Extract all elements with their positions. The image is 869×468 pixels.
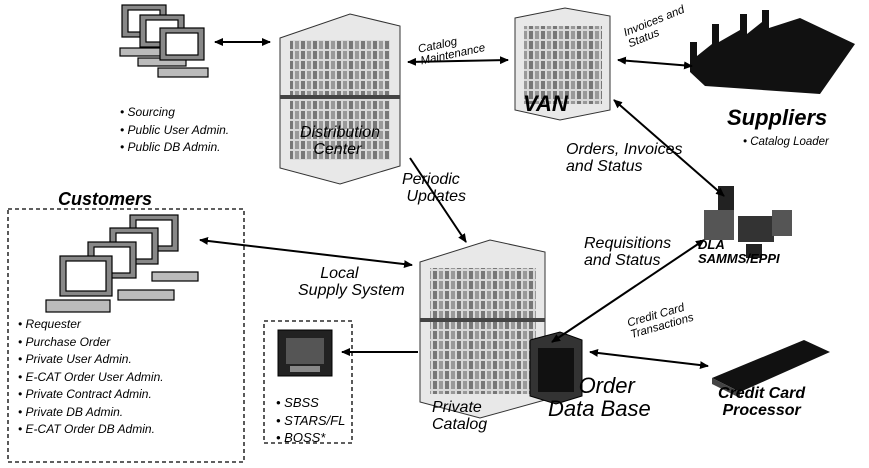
list-item: E-CAT Order DB Admin. — [18, 421, 164, 439]
list-item: SBSS — [276, 394, 345, 412]
distribution-center-server-icon — [279, 13, 401, 185]
credit-card-processor-label: Credit Card Processor — [718, 385, 806, 419]
local-supply-systems-list: SBSS STARS/FL BOSS* — [276, 394, 345, 447]
van-server-icon — [514, 7, 611, 121]
list-item: Requester — [18, 316, 164, 334]
catalog-loader-label: • Catalog Loader — [743, 136, 829, 148]
van-dla-connector — [613, 99, 725, 197]
list-item: STARS/FL — [276, 412, 345, 430]
list-item: Public User Admin. — [120, 122, 230, 140]
list-item: Private DB Admin. — [18, 404, 164, 422]
customers-private-catalog-connector — [199, 236, 413, 269]
customers-label: Customers — [58, 189, 153, 209]
credit-card-processor-icon — [712, 340, 830, 398]
dc-van-connector — [407, 56, 509, 66]
order-database-icon — [529, 331, 583, 405]
public-functions-list: Sourcing Public User Admin. Public DB Ad… — [120, 104, 230, 157]
customer-workstations-icon — [45, 214, 199, 313]
van-suppliers-connector — [617, 56, 693, 70]
distribution-center-label: Distribution Center — [300, 124, 381, 158]
dla-private-catalog-connector — [551, 239, 705, 343]
suppliers-label: Suppliers — [727, 105, 828, 130]
list-item: Private Contract Admin. — [18, 386, 164, 404]
database-credit-card-connector — [589, 348, 709, 370]
van-label: VAN — [523, 91, 568, 116]
suppliers-factory-icon — [690, 10, 855, 94]
list-item: BOSS* — [276, 429, 345, 447]
list-item: Public DB Admin. — [120, 139, 229, 157]
public-workstations-icon — [119, 4, 209, 78]
list-item: Purchase Order — [18, 334, 164, 352]
periodic-updates-label: Periodic Updates — [402, 171, 467, 205]
dla-equipment-icon — [704, 186, 792, 258]
list-item: Private User Admin. — [18, 351, 164, 369]
customer-functions-list: Requester Purchase Order Private User Ad… — [18, 316, 164, 439]
local-supply-computer-icon — [277, 329, 333, 377]
list-item: Sourcing — [120, 104, 229, 122]
private-catalog-server-icon — [419, 239, 546, 419]
list-item: E-CAT Order User Admin. — [18, 369, 164, 387]
dc-private-catalog-connector — [409, 157, 467, 243]
